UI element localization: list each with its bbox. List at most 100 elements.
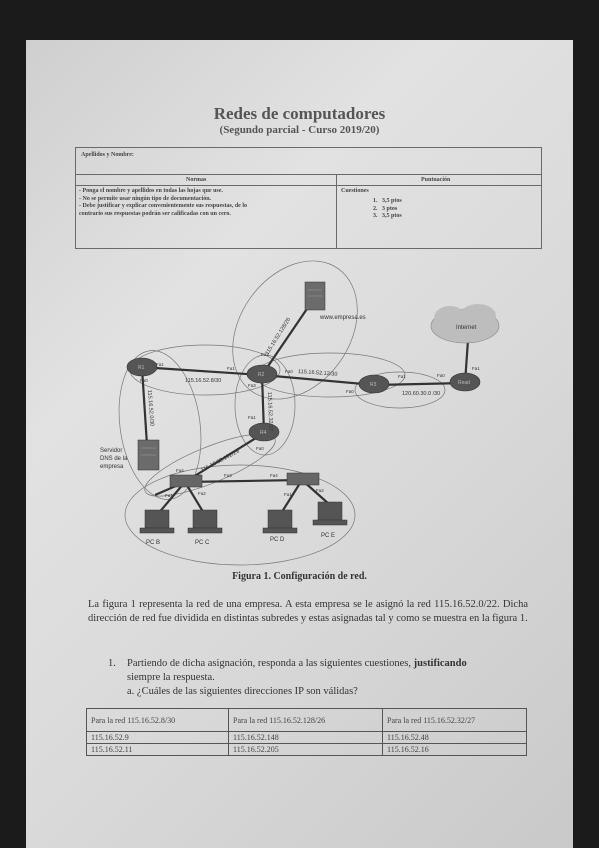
router-icon xyxy=(246,364,278,384)
link xyxy=(184,478,303,484)
question-1-text-b: siempre la respuesta. xyxy=(127,672,215,683)
question-1-text-a: Partiendo de dicha asignación, responda … xyxy=(127,658,414,669)
net-label: 120.60.30.0 /30 xyxy=(402,391,440,397)
pc-icon xyxy=(262,509,298,534)
iface-label: Fa1 xyxy=(227,366,235,371)
pc-icon xyxy=(139,509,175,534)
link xyxy=(156,481,186,516)
name-label: Apellidos y Nombre: xyxy=(81,152,134,158)
net-label: 115.16.52.32/27 xyxy=(266,392,273,432)
router-icon xyxy=(126,357,158,377)
internet-cloud-icon xyxy=(430,304,500,344)
iface-label: Fa0 xyxy=(285,369,293,374)
iface-label: Fa4 xyxy=(270,473,278,478)
iface-label: Fa2 xyxy=(261,352,269,357)
table-cell: 115.16.52.16 xyxy=(382,743,527,756)
link xyxy=(154,366,263,377)
dns-label-1: Servidor xyxy=(100,448,122,454)
table-cell: 115.16.52.205 xyxy=(228,743,383,756)
rule-2: - No se permite usar ningún tipo de docu… xyxy=(79,195,212,202)
form-divider-vertical xyxy=(336,174,337,248)
subnet-ellipse xyxy=(124,464,356,566)
score-num: 2. xyxy=(373,205,378,212)
link xyxy=(184,481,206,516)
table-header: Para la red 115.16.52.32/27 xyxy=(382,708,527,732)
iface-label: Fa1 xyxy=(398,374,406,379)
score-pts: 3 ptos xyxy=(382,205,398,212)
dns-server-icon xyxy=(137,439,160,471)
link xyxy=(261,373,376,387)
iface-label: Fa0 xyxy=(256,446,264,451)
switch-icon xyxy=(169,474,203,488)
router-label: R1 xyxy=(138,365,145,371)
document-subtitle: (Segundo parcial - Curso 2019/20) xyxy=(219,124,380,136)
questions-label: Cuestiones xyxy=(341,188,369,194)
internet-label: Internet xyxy=(456,325,477,331)
rules-list: - Ponga el nombre y apellidos en todas l… xyxy=(79,188,334,218)
router-icon xyxy=(248,422,280,442)
rule-4: contrario sus respuestas podrán ser cali… xyxy=(79,210,231,217)
table-header: Para la red 115.16.52.8/30 xyxy=(86,708,229,732)
subnet-ellipse xyxy=(354,371,446,409)
score-pts: 3,5 ptos xyxy=(382,198,402,204)
table-cell: 115.16.52.148 xyxy=(228,731,383,744)
intro-paragraph: La figura 1 representa la red de una emp… xyxy=(88,599,528,624)
dns-label-3: empresa xyxy=(100,464,124,470)
switch-icon xyxy=(286,472,320,486)
score-row-1: 1. 3,5 ptos xyxy=(373,198,402,206)
subnet-ellipse xyxy=(232,260,358,400)
router-icon xyxy=(449,372,481,392)
web-server-icon xyxy=(304,281,326,311)
table-row: 115.16.52.9 115.16.52.148 115.16.52.48 xyxy=(86,731,527,744)
score-header: Puntuación xyxy=(421,177,451,183)
iface-label: Fa1 xyxy=(165,493,173,498)
iface-label: Fa0 xyxy=(346,389,354,394)
iface-label: Fa2 xyxy=(198,491,206,496)
iface-label: Fa0 xyxy=(140,378,148,383)
router-label: R2 xyxy=(258,372,265,378)
router-label: Read xyxy=(458,380,470,386)
form-divider xyxy=(76,174,541,175)
dns-label-2: DNS de la xyxy=(100,456,128,462)
pc-label: PC E xyxy=(321,533,335,539)
router-icon xyxy=(358,374,390,394)
net-label: 115.16.52.0/30 xyxy=(146,390,155,427)
net-label: 115.16.52.192/29 xyxy=(200,449,240,474)
pc-icon xyxy=(312,501,348,526)
score-row-2: 2. 3 ptos xyxy=(373,206,402,214)
score-row-3: 3. 3,5 ptos xyxy=(373,213,402,221)
question-1a: a. ¿Cuáles de las siguientes direcciones… xyxy=(127,686,358,697)
table-cell: 115.16.52.11 xyxy=(86,743,229,756)
iface-label: Fa4 xyxy=(176,468,184,473)
question-1-bold: justificando xyxy=(413,658,467,669)
router-label: R3 xyxy=(370,382,377,388)
link xyxy=(261,299,314,376)
rule-1: - Ponga el nombre y apellidos en todas l… xyxy=(79,188,223,194)
pc-icon xyxy=(187,509,223,534)
score-num: 3. xyxy=(373,213,378,219)
link xyxy=(184,432,265,483)
net-label: 115.16.52.12/30 xyxy=(298,369,338,378)
pc-label: PC B xyxy=(146,540,160,546)
score-list: 1. 3,5 ptos 2. 3 ptos 3. 3,5 ptos xyxy=(373,198,402,221)
router-label: R4 xyxy=(260,430,267,436)
table-header-row: Para la red 115.16.52.8/30 Para la red 1… xyxy=(86,708,527,732)
net-label: 115.16.52.8/30 xyxy=(185,378,221,384)
ip-table: Para la red 115.16.52.8/30 Para la red 1… xyxy=(86,708,527,756)
iface-label: Fa1 xyxy=(472,366,480,371)
iface-label: Fa1 xyxy=(284,492,292,497)
link xyxy=(140,367,149,446)
pc-label: PC C xyxy=(195,540,210,546)
question-1-text: Partiendo de dicha asignación, responda … xyxy=(127,657,532,685)
link xyxy=(279,479,303,516)
iface-label: Fa3 xyxy=(224,473,232,478)
iface-label: Fa1 xyxy=(156,362,164,367)
rule-3: - Debe justificar y explicar conveniente… xyxy=(79,203,247,209)
form-divider-header xyxy=(76,185,541,186)
table-header: Para la red 115.16.52.128/26 xyxy=(228,708,383,732)
table-row: 115.16.52.11 115.16.52.205 115.16.52.16 xyxy=(86,743,527,756)
www-label: www.empresa.es xyxy=(319,315,366,321)
document-title: Redes de computadores xyxy=(213,104,386,123)
table-cell: 115.16.52.9 xyxy=(86,731,229,744)
